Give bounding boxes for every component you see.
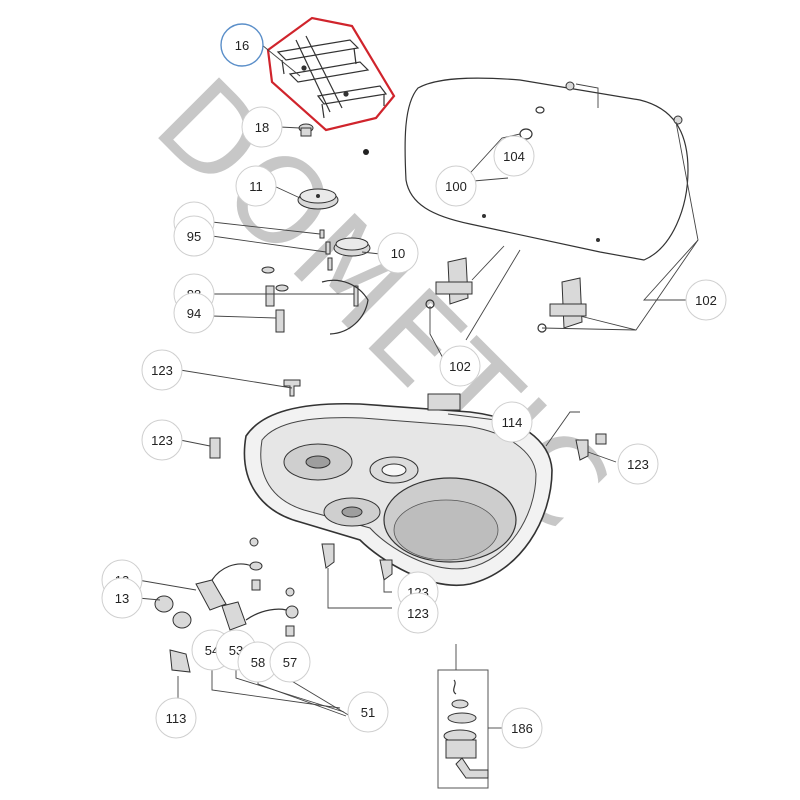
callout-11[interactable]: 11 <box>235 165 277 207</box>
callout-label-114: 114 <box>502 415 523 430</box>
callout-label-104: 104 <box>503 149 525 164</box>
callout-label-58: 58 <box>251 655 265 670</box>
callout-label-11: 11 <box>249 179 263 194</box>
callout-18[interactable]: 18 <box>241 106 283 148</box>
callout-57[interactable]: 57 <box>269 641 311 683</box>
callout-123-a[interactable]: 123 <box>141 349 183 391</box>
callout-label-123-c: 123 <box>627 457 649 472</box>
callout-label-100: 100 <box>445 179 467 194</box>
callout-123-c[interactable]: 123 <box>617 443 659 485</box>
part-10-burner-cap[interactable] <box>333 237 371 257</box>
selection-highlight <box>266 16 396 132</box>
part-18-burner-nozzle[interactable] <box>298 123 369 155</box>
gas-valves[interactable] <box>195 537 299 637</box>
callout-123-e[interactable]: 123 <box>397 592 439 634</box>
callout-100[interactable]: 100 <box>435 165 477 207</box>
callout-94[interactable]: 94 <box>173 292 215 334</box>
callout-114[interactable]: 114 <box>491 401 533 443</box>
part-11-burner-cap[interactable] <box>297 188 339 210</box>
callout-label-51: 51 <box>361 705 375 720</box>
callout-label-10: 10 <box>391 246 405 261</box>
part-102-hinge-left[interactable] <box>425 257 473 309</box>
callout-113[interactable]: 113 <box>155 697 197 739</box>
callout-104[interactable]: 104 <box>493 135 535 177</box>
part-113-ignitor[interactable] <box>169 649 191 673</box>
part-16-pan-supports[interactable] <box>266 16 396 132</box>
callout-102-center[interactable]: 102 <box>439 345 481 387</box>
parts-88-94-thermocouple[interactable] <box>265 279 369 335</box>
callout-label-13-lower: 13 <box>115 591 129 606</box>
callout-label-102-right: 102 <box>695 293 717 308</box>
part-186-drain-assembly[interactable] <box>437 669 489 789</box>
parts-88-95-electrodes[interactable] <box>261 229 333 274</box>
part-102-hinge-right[interactable] <box>537 277 587 333</box>
callout-label-102-center: 102 <box>449 359 471 374</box>
callout-label-113: 113 <box>166 711 187 726</box>
callout-label-18: 18 <box>255 120 269 135</box>
callout-label-94: 94 <box>187 306 201 321</box>
leader-lines <box>137 44 699 729</box>
hob-body[interactable] <box>243 393 553 586</box>
callout-95[interactable]: 95 <box>173 215 215 257</box>
callout-label-123-a: 123 <box>151 363 173 378</box>
callout-label-123-b: 123 <box>151 433 173 448</box>
callout-label-186: 186 <box>511 721 533 736</box>
callout-10[interactable]: 10 <box>377 232 419 274</box>
callout-label-16: 16 <box>235 38 249 53</box>
callout-123-b[interactable]: 123 <box>141 419 183 461</box>
callout-102-right[interactable]: 102 <box>685 279 727 321</box>
callout-51[interactable]: 51 <box>347 691 389 733</box>
callout-label-57: 57 <box>283 655 297 670</box>
callout-label-123-e: 123 <box>407 606 429 621</box>
part-13-knobs[interactable] <box>154 595 192 629</box>
callout-label-95: 95 <box>187 229 201 244</box>
callout-13-lower[interactable]: 13 <box>101 577 143 619</box>
pan-support-wires <box>276 35 388 119</box>
callout-186[interactable]: 186 <box>501 707 543 749</box>
part-114-bracket[interactable] <box>427 393 461 411</box>
callout-label-54: 54 <box>205 643 219 658</box>
callout-16[interactable]: 16 <box>220 23 264 67</box>
